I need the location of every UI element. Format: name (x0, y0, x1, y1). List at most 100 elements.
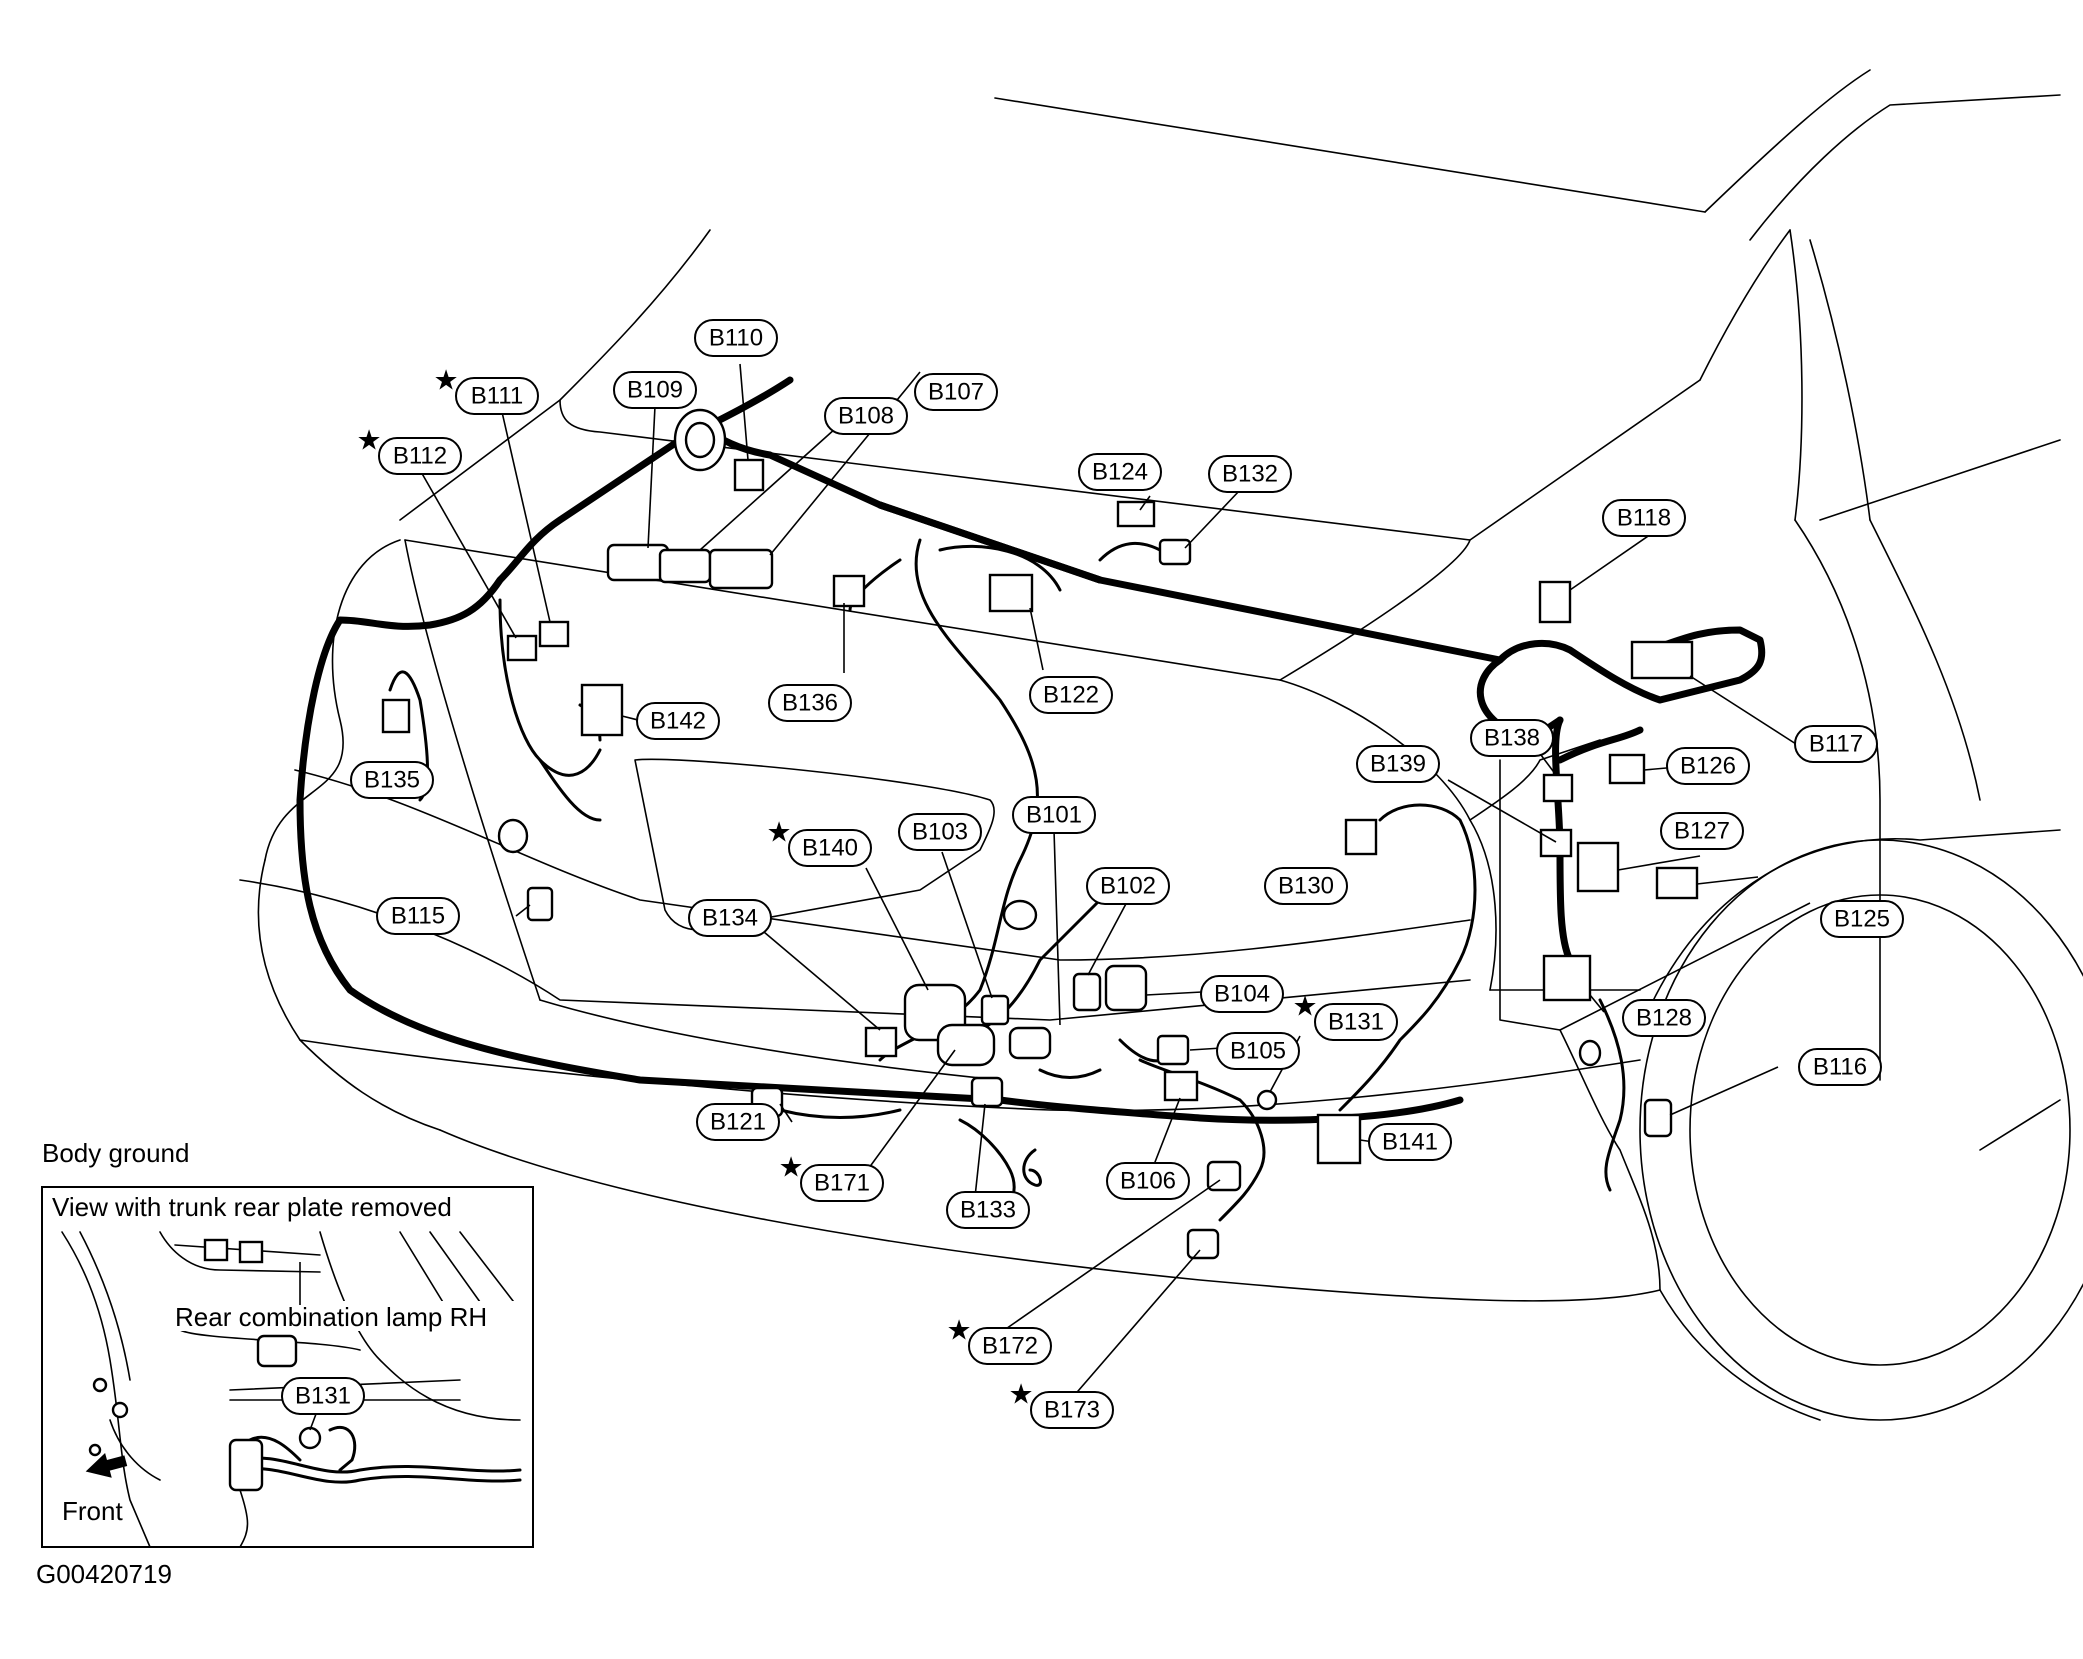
connector-label: B111 (471, 383, 524, 410)
connector-shape-b142 (580, 683, 624, 737)
inset-caption: View with trunk rear plate removed (52, 1192, 452, 1222)
connector-pill (613, 371, 697, 409)
connector-callout: B104 (1200, 975, 1284, 1013)
connector-label: B127 (1674, 818, 1730, 845)
connector-pill (946, 1191, 1030, 1229)
connector-label: B103 (912, 819, 968, 846)
connector-pill (1356, 745, 1440, 783)
connector-callout: B107 (914, 373, 998, 411)
inset-lamp-label: Rear combination lamp RH (175, 1302, 487, 1332)
inset-ground-ring-shape (298, 1426, 322, 1450)
figure-id: G00420719 (36, 1559, 172, 1589)
connector-shape-b130 (1344, 818, 1378, 856)
connector-label: B115 (391, 903, 445, 930)
connector-pill (1216, 1032, 1300, 1070)
inset-lamp-label-bg (170, 1301, 523, 1331)
connector-label: B142 (650, 708, 706, 735)
connector-callout: B134 (688, 899, 772, 937)
connector-callout: B124 (1078, 453, 1162, 491)
connector-callout: B117 (1794, 725, 1878, 763)
connector-pill (1798, 1048, 1882, 1086)
connector-label: B108 (838, 403, 894, 430)
grommet-shape (1578, 1039, 1602, 1067)
inset-connector-pill (281, 1377, 365, 1415)
connector-shape-b105 (1156, 1034, 1190, 1066)
connector-label: B126 (1680, 753, 1736, 780)
wiring-harness (296, 376, 1766, 1222)
connector-label: B116 (1813, 1054, 1867, 1081)
inset-bolt-shape (111, 1401, 129, 1419)
connector-pill (788, 829, 872, 867)
connector-label: B135 (364, 767, 420, 794)
connector-pill (636, 702, 720, 740)
connector-label: B110 (709, 325, 763, 352)
front-arrow-icon (85, 1452, 128, 1478)
connector-shape-b118 (1538, 580, 1572, 624)
vehicle-body-outline (239, 69, 2083, 1421)
connector-pill (824, 397, 908, 435)
connector-pill (1200, 975, 1284, 1013)
connector-shape-b122 (988, 573, 1034, 613)
connector-shape-b136 (832, 574, 866, 608)
connector-label: B141 (1382, 1129, 1438, 1156)
connector-callout: B106 (1106, 1162, 1190, 1200)
inset-connector-label: B131 (295, 1383, 351, 1410)
connector-callout: B103 (898, 813, 982, 851)
connector-label: B124 (1092, 459, 1148, 486)
connector-shape-b171 (936, 1023, 996, 1067)
connector-callout: B125 (1820, 900, 1904, 938)
connector-label: B105 (1230, 1038, 1286, 1065)
connector-shapes (381, 408, 1699, 1260)
connector-label: B136 (782, 690, 838, 717)
connector-label: B125 (1834, 906, 1890, 933)
connector-pill (376, 897, 460, 935)
connector-label: B172 (982, 1333, 1038, 1360)
inset-harness-clamp-shape (228, 1438, 264, 1492)
connector-label: B132 (1222, 461, 1278, 488)
inset-drawing (61, 1231, 522, 1548)
grommet-shape (684, 421, 716, 459)
connector-callout: B142 (636, 702, 720, 740)
connector-callout: B139 (1356, 745, 1440, 783)
connector-callout: B135 (350, 761, 434, 799)
connector-callout: B111★ (433, 364, 539, 415)
connector-pill (1030, 1391, 1114, 1429)
connector-shape-b112 (506, 634, 538, 662)
connector-callout: B110 (694, 319, 778, 357)
connector-shape-b126 (1608, 753, 1646, 785)
connector-callout: B118 (1602, 499, 1686, 537)
connector-shape-b141 (1316, 1113, 1362, 1165)
connector-pill (1264, 867, 1348, 905)
star-icon: ★ (1008, 1378, 1033, 1411)
inset-lamp-shape (256, 1334, 298, 1368)
connector-shape-b132 (1158, 538, 1192, 566)
connector-callout: B138 (1470, 719, 1554, 757)
inset-panel: Body ground View with trunk rear plate r… (41, 1138, 534, 1548)
connector-label: B173 (1044, 1397, 1100, 1424)
connector-label: B130 (1278, 873, 1334, 900)
ground-ring-shape (1256, 1089, 1278, 1111)
connector-callout: B116 (1798, 1048, 1882, 1086)
connector-label: B109 (627, 377, 683, 404)
connector-shape-b106 (1163, 1070, 1199, 1102)
connector-callout: B108 (824, 397, 908, 435)
connector-label: B112 (393, 443, 447, 470)
connector-label: B138 (1484, 725, 1540, 752)
connector-shape-b173 (1186, 1228, 1220, 1260)
inset-connector-shape (203, 1238, 229, 1262)
grommet-shape (497, 818, 529, 854)
star-icon: ★ (766, 816, 791, 849)
connector-pill (688, 899, 772, 937)
connector-callout: B126 (1666, 747, 1750, 785)
connector-shape-b110 (733, 458, 765, 492)
star-icon: ★ (356, 424, 381, 457)
connector-label: B107 (928, 379, 984, 406)
connector-pill (696, 1103, 780, 1141)
clip-shape (1022, 1148, 1042, 1187)
connector-callout: B136 (768, 684, 852, 722)
connector-callout: B132 (1208, 455, 1292, 493)
connector-pill (694, 319, 778, 357)
connector-pill (968, 1327, 1052, 1365)
connector-shape-b104 (1104, 964, 1148, 1012)
connector-label: B102 (1100, 873, 1156, 900)
